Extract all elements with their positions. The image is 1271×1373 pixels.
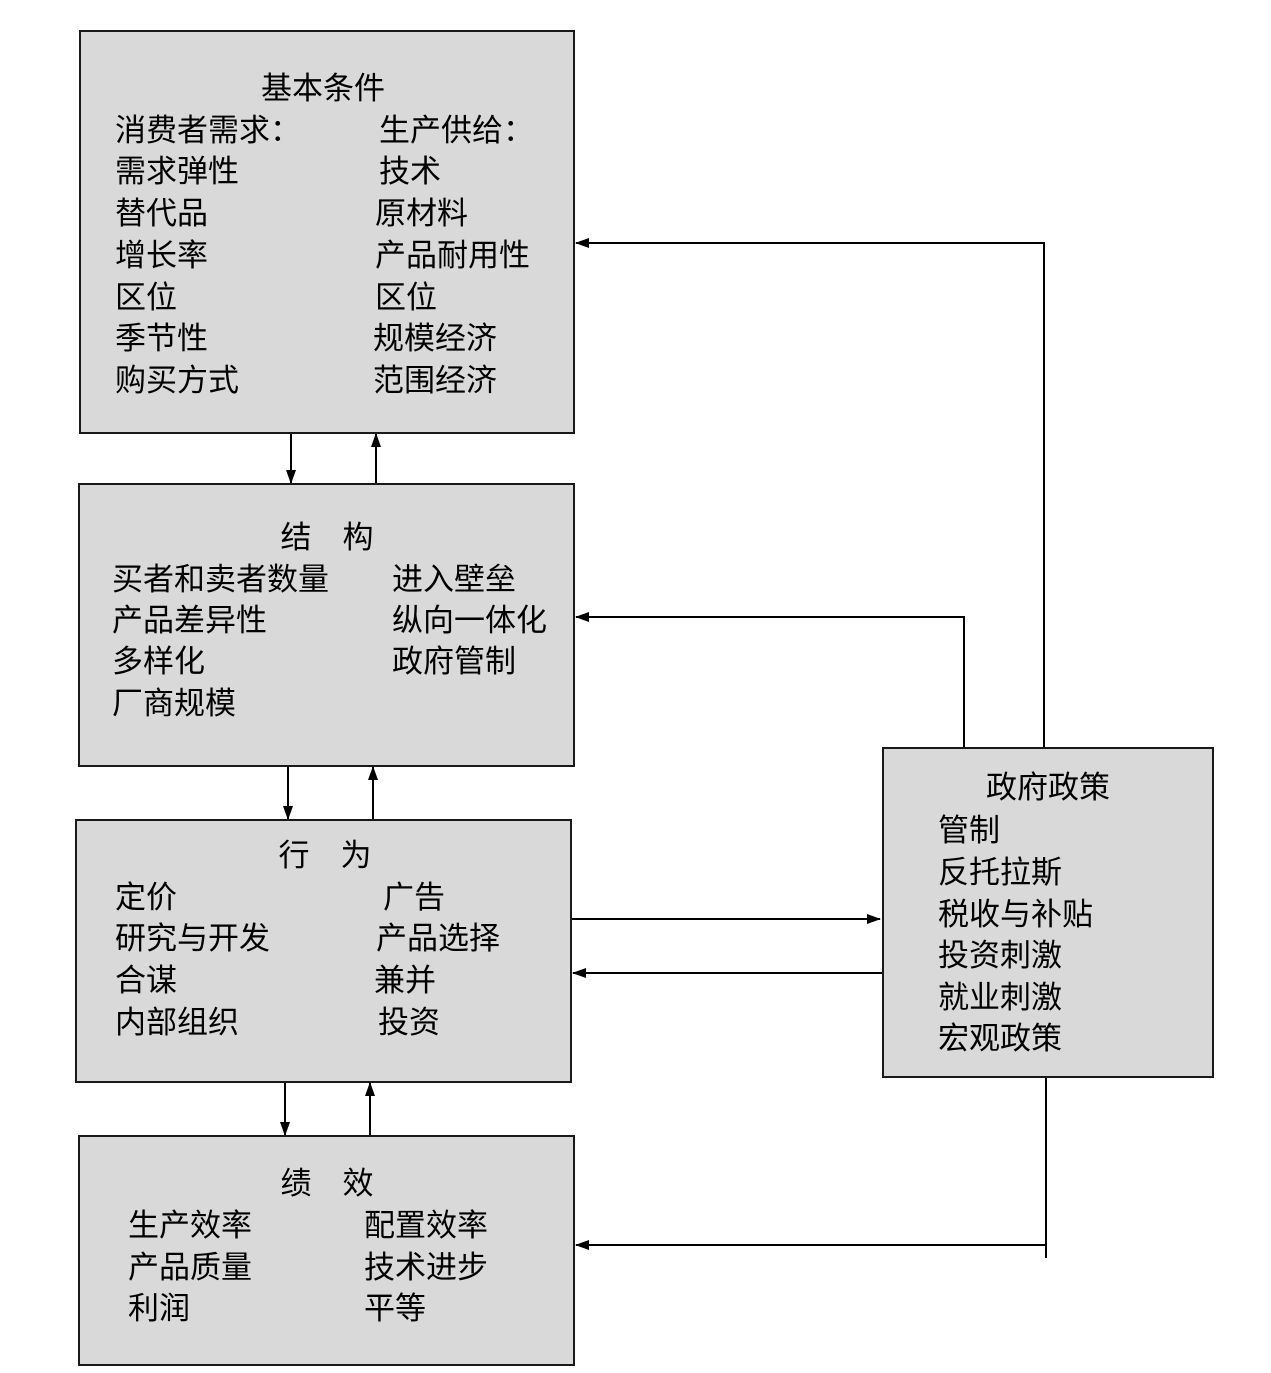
performance-box: 绩 效 生产效率 产品质量 利润 配置效率 技术进步 平等 [78,1135,575,1366]
conduct-box: 行 为 定价 研究与开发 合谋 内部组织 广告 产品选择 兼并 投资 [75,819,572,1083]
supply-item: 区位 [375,280,437,316]
conduct-item: 定价 [115,880,177,916]
production-supply-header: 生产供给： [379,113,534,149]
performance-item: 产品质量 [128,1250,252,1286]
performance-item: 配置效率 [364,1208,488,1244]
conduct-title: 行 为 [278,838,372,874]
government-policy-title: 政府政策 [986,770,1110,806]
arrow-policy-to-basic [575,238,1045,747]
consumer-demand-header: 消费者需求： [115,113,301,149]
conduct-item: 研究与开发 [115,921,270,957]
demand-item: 需求弹性 [115,154,239,190]
policy-item: 反托拉斯 [938,855,1062,891]
conduct-item: 内部组织 [115,1005,239,1041]
government-policy-box: 政府政策 管制 反托拉斯 税收与补贴 投资刺激 就业刺激 宏观政策 [882,747,1214,1078]
conduct-item: 合谋 [115,963,177,999]
conduct-item: 投资 [378,1005,440,1041]
policy-item: 税收与补贴 [938,897,1093,933]
structure-item: 买者和卖者数量 [112,562,329,598]
conduct-item: 广告 [383,880,445,916]
policy-item: 宏观政策 [938,1021,1062,1057]
policy-item: 就业刺激 [938,980,1062,1016]
basic-conditions-title: 基本条件 [261,71,385,107]
supply-item: 范围经济 [373,363,497,399]
structure-item: 产品差异性 [112,603,267,639]
structure-item: 进入壁垒 [392,562,516,598]
performance-item: 利润 [128,1291,190,1327]
performance-item: 生产效率 [128,1208,252,1244]
structure-title: 结 构 [280,520,374,556]
structure-item: 多样化 [112,644,205,680]
policy-item: 管制 [938,813,1000,849]
supply-item: 产品耐用性 [375,238,530,274]
structure-item: 政府管制 [392,644,516,680]
supply-item: 规模经济 [373,321,497,357]
demand-item: 增长率 [115,238,208,274]
supply-item: 技术 [379,154,441,190]
performance-item: 技术进步 [364,1250,488,1286]
demand-item: 季节性 [115,321,208,357]
conduct-item: 兼并 [374,963,436,999]
arrow-policy-to-structure [575,612,965,747]
demand-item: 替代品 [115,196,208,232]
policy-item: 投资刺激 [938,938,1062,974]
demand-item: 区位 [115,280,177,316]
performance-item: 平等 [364,1291,426,1327]
structure-item: 纵向一体化 [392,603,547,639]
basic-conditions-box: 基本条件 消费者需求： 生产供给： 需求弹性 替代品 增长率 区位 季节性 购买… [79,30,575,434]
supply-item: 原材料 [375,196,468,232]
demand-item: 购买方式 [115,363,239,399]
structure-item: 厂商规模 [112,686,236,722]
performance-title: 绩 效 [280,1166,374,1202]
conduct-item: 产品选择 [376,921,500,957]
structure-box: 结 构 买者和卖者数量 产品差异性 多样化 厂商规模 进入壁垒 纵向一体化 政府… [78,483,575,767]
